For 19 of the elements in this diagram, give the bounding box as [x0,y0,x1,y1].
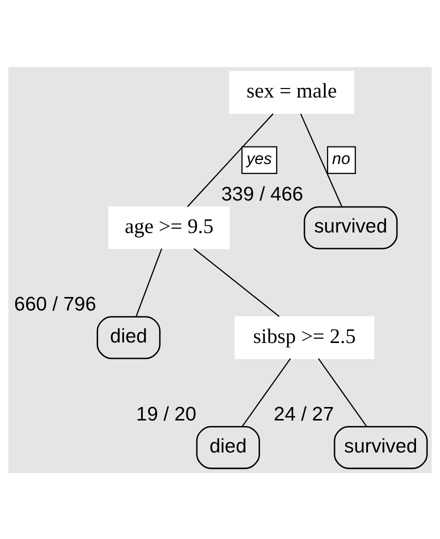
connector [194,248,280,316]
node-box: died [196,426,260,469]
node-box: sex = male [229,70,354,114]
connector [136,248,162,316]
node-box: survived [334,426,428,469]
node-label: 24 / 27 [274,402,334,425]
node-label: 339 / 466 [221,183,304,206]
node-box: survived [304,206,398,249]
connector [318,358,368,426]
edge-label: yes [246,149,272,168]
edge-label: no [332,149,350,168]
node-label: 660 / 796 [14,293,96,316]
connector [242,358,291,426]
node-label: 19 / 20 [136,402,196,425]
node-box: died [96,316,161,359]
connector [187,112,274,207]
node-box: sibsp >= 2.5 [234,316,374,359]
node-box: age >= 9.5 [108,206,230,249]
connector [300,113,342,206]
